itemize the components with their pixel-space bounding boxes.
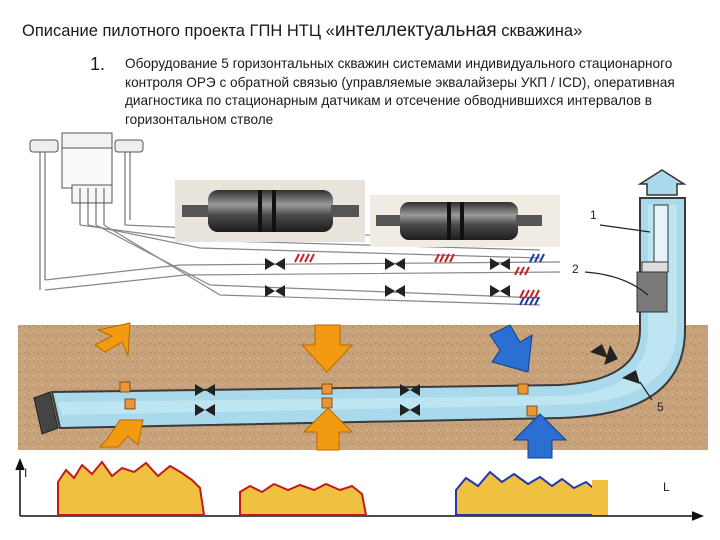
list-item-number: 1. <box>90 54 106 74</box>
tubing <box>653 204 669 266</box>
oil-inflow-arrow-icon <box>94 322 131 357</box>
packers <box>195 344 640 416</box>
production-arrow-icon <box>637 169 687 196</box>
sensors <box>119 381 538 417</box>
equalizer-cylinder-icon <box>182 190 359 232</box>
surface-wellheads <box>29 132 144 290</box>
lateral-valves <box>265 258 510 297</box>
wellbore-inner <box>58 205 677 415</box>
oil-inflow-arrow-icon <box>300 324 354 373</box>
inflow-profile-3 <box>455 470 608 516</box>
oil-inflow-arrow-icon <box>302 407 354 451</box>
water-inflow-arrow-icon <box>489 324 533 373</box>
inflow-profile-1 <box>57 460 206 516</box>
axis-x-label: L <box>663 480 670 494</box>
list-item-text: Оборудование 5 горизонтальных скважин си… <box>125 56 675 127</box>
well-diagram <box>15 132 708 521</box>
slide-title: Описание пилотного проекта ГПН НТЦ «инте… <box>22 20 583 41</box>
equalizer-cylinder-icon <box>376 202 542 240</box>
lateral-markers <box>294 253 540 299</box>
inflow-arrows-oil <box>94 322 354 451</box>
pump-unit <box>641 261 669 273</box>
water-inflow-arrow-icon <box>512 413 568 459</box>
inflow-arrows-water <box>489 324 568 459</box>
callout-label-5: 5 <box>657 400 664 414</box>
oil-inflow-arrow-icon <box>98 419 144 448</box>
toe-plug <box>33 391 59 435</box>
inflow-profile-2 <box>239 482 368 516</box>
callout-label-1: 1 <box>590 208 597 222</box>
callout-label-2: 2 <box>572 262 579 276</box>
axis-y-label: I <box>24 466 28 480</box>
pump-motor <box>636 271 668 313</box>
